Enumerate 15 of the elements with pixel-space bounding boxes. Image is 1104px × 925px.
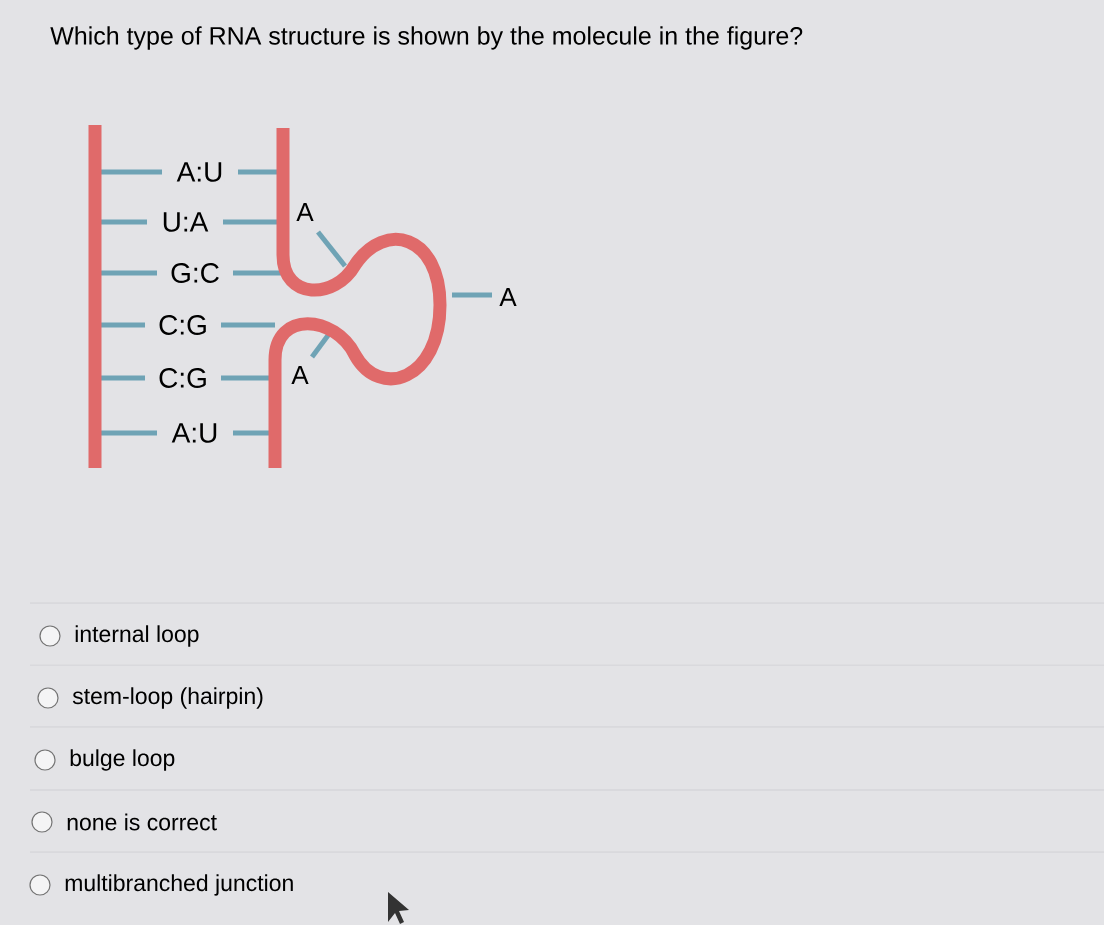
base-pair-label: A:U: [170, 422, 220, 444]
base-label: A: [499, 288, 517, 306]
base-pair-label: A:U: [175, 161, 225, 183]
answer-option: bulge loop: [70, 749, 175, 771]
answer-option: stem-loop (hairpin): [72, 687, 263, 709]
answer-option: multibranched junction: [65, 874, 293, 896]
base-label: A: [291, 366, 309, 384]
base-label: A: [296, 203, 314, 221]
base-pair-label: U:A: [160, 211, 210, 233]
base-pair-label: G:C: [169, 262, 221, 284]
base-pair-label: C:G: [157, 314, 209, 336]
answer-option: none is correct: [67, 813, 217, 831]
answer-option: internal loop: [75, 625, 199, 647]
base-pair-label: C:G: [157, 367, 209, 389]
question-text: Which type of RNA structure is shown by the molecule in the figure?: [50, 26, 803, 50]
